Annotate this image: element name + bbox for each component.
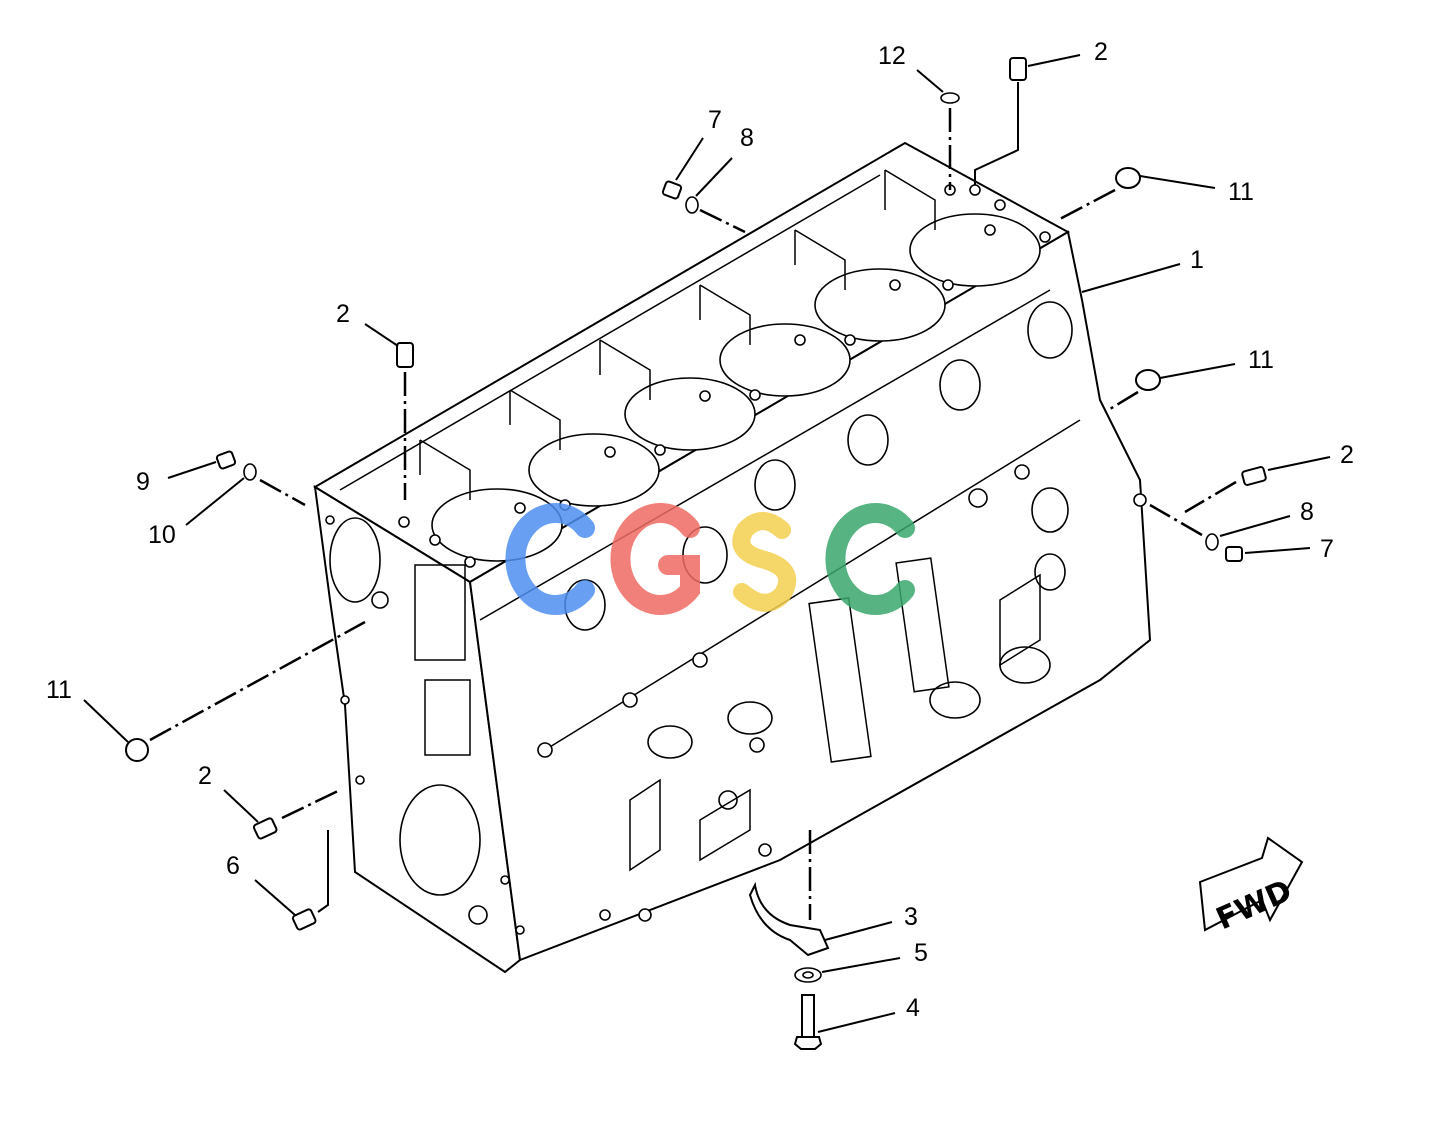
callout-11: 11 — [46, 676, 72, 704]
dowel-6 — [254, 830, 329, 931]
dowel-top — [974, 54, 1081, 185]
callout-11: 11 — [1228, 178, 1254, 206]
callout-6: 6 — [226, 852, 240, 880]
callout-4: 4 — [906, 994, 920, 1022]
forward-direction-arrow: FWD — [1198, 836, 1304, 937]
cylinder-block — [313, 141, 1152, 974]
plug-7a — [661, 137, 704, 200]
side-face-detail — [479, 289, 1147, 922]
o-ring-8b — [1149, 503, 1291, 551]
callout-7: 7 — [708, 106, 722, 134]
plug-7b — [1225, 546, 1311, 562]
plug-11b — [1104, 363, 1236, 414]
callout-2: 2 — [336, 300, 350, 328]
callout-12: 12 — [878, 42, 906, 70]
cylinder-bores — [431, 213, 1041, 562]
callout-7: 7 — [1320, 535, 1334, 563]
callout-2: 2 — [198, 762, 212, 790]
plug-9 — [167, 450, 237, 479]
bolt-4 — [793, 994, 896, 1050]
callout-5: 5 — [914, 939, 928, 967]
callout-10: 10 — [148, 521, 176, 549]
callout-8: 8 — [1300, 498, 1314, 526]
callout-2: 2 — [1094, 38, 1108, 66]
callout-1: 1 — [1190, 246, 1204, 274]
callout-labels: 12 2 7 8 11 1 2 11 9 10 2 8 7 11 2 6 3 5… — [46, 38, 1354, 1022]
callout-2: 2 — [1340, 441, 1354, 469]
washer-5 — [794, 957, 901, 983]
dowel-right — [1184, 456, 1331, 514]
o-ring-10 — [185, 463, 306, 526]
callout-3: 3 — [904, 903, 918, 931]
cgsc-watermark — [505, 503, 915, 615]
callout-8: 8 — [740, 124, 754, 152]
piston-cooling-jet-3 — [748, 881, 893, 957]
callout-11: 11 — [1248, 346, 1274, 374]
dowel-mid — [364, 323, 414, 500]
block-ribs — [339, 169, 936, 500]
o-ring-12 — [940, 92, 960, 104]
o-ring-8a — [685, 157, 746, 234]
plug-11a — [1057, 167, 1216, 222]
front-face-detail — [325, 515, 525, 935]
callout-9: 9 — [136, 468, 150, 496]
plug-11c — [83, 620, 366, 762]
dowel-lower — [223, 788, 341, 840]
exploded-parts — [83, 54, 1331, 1050]
